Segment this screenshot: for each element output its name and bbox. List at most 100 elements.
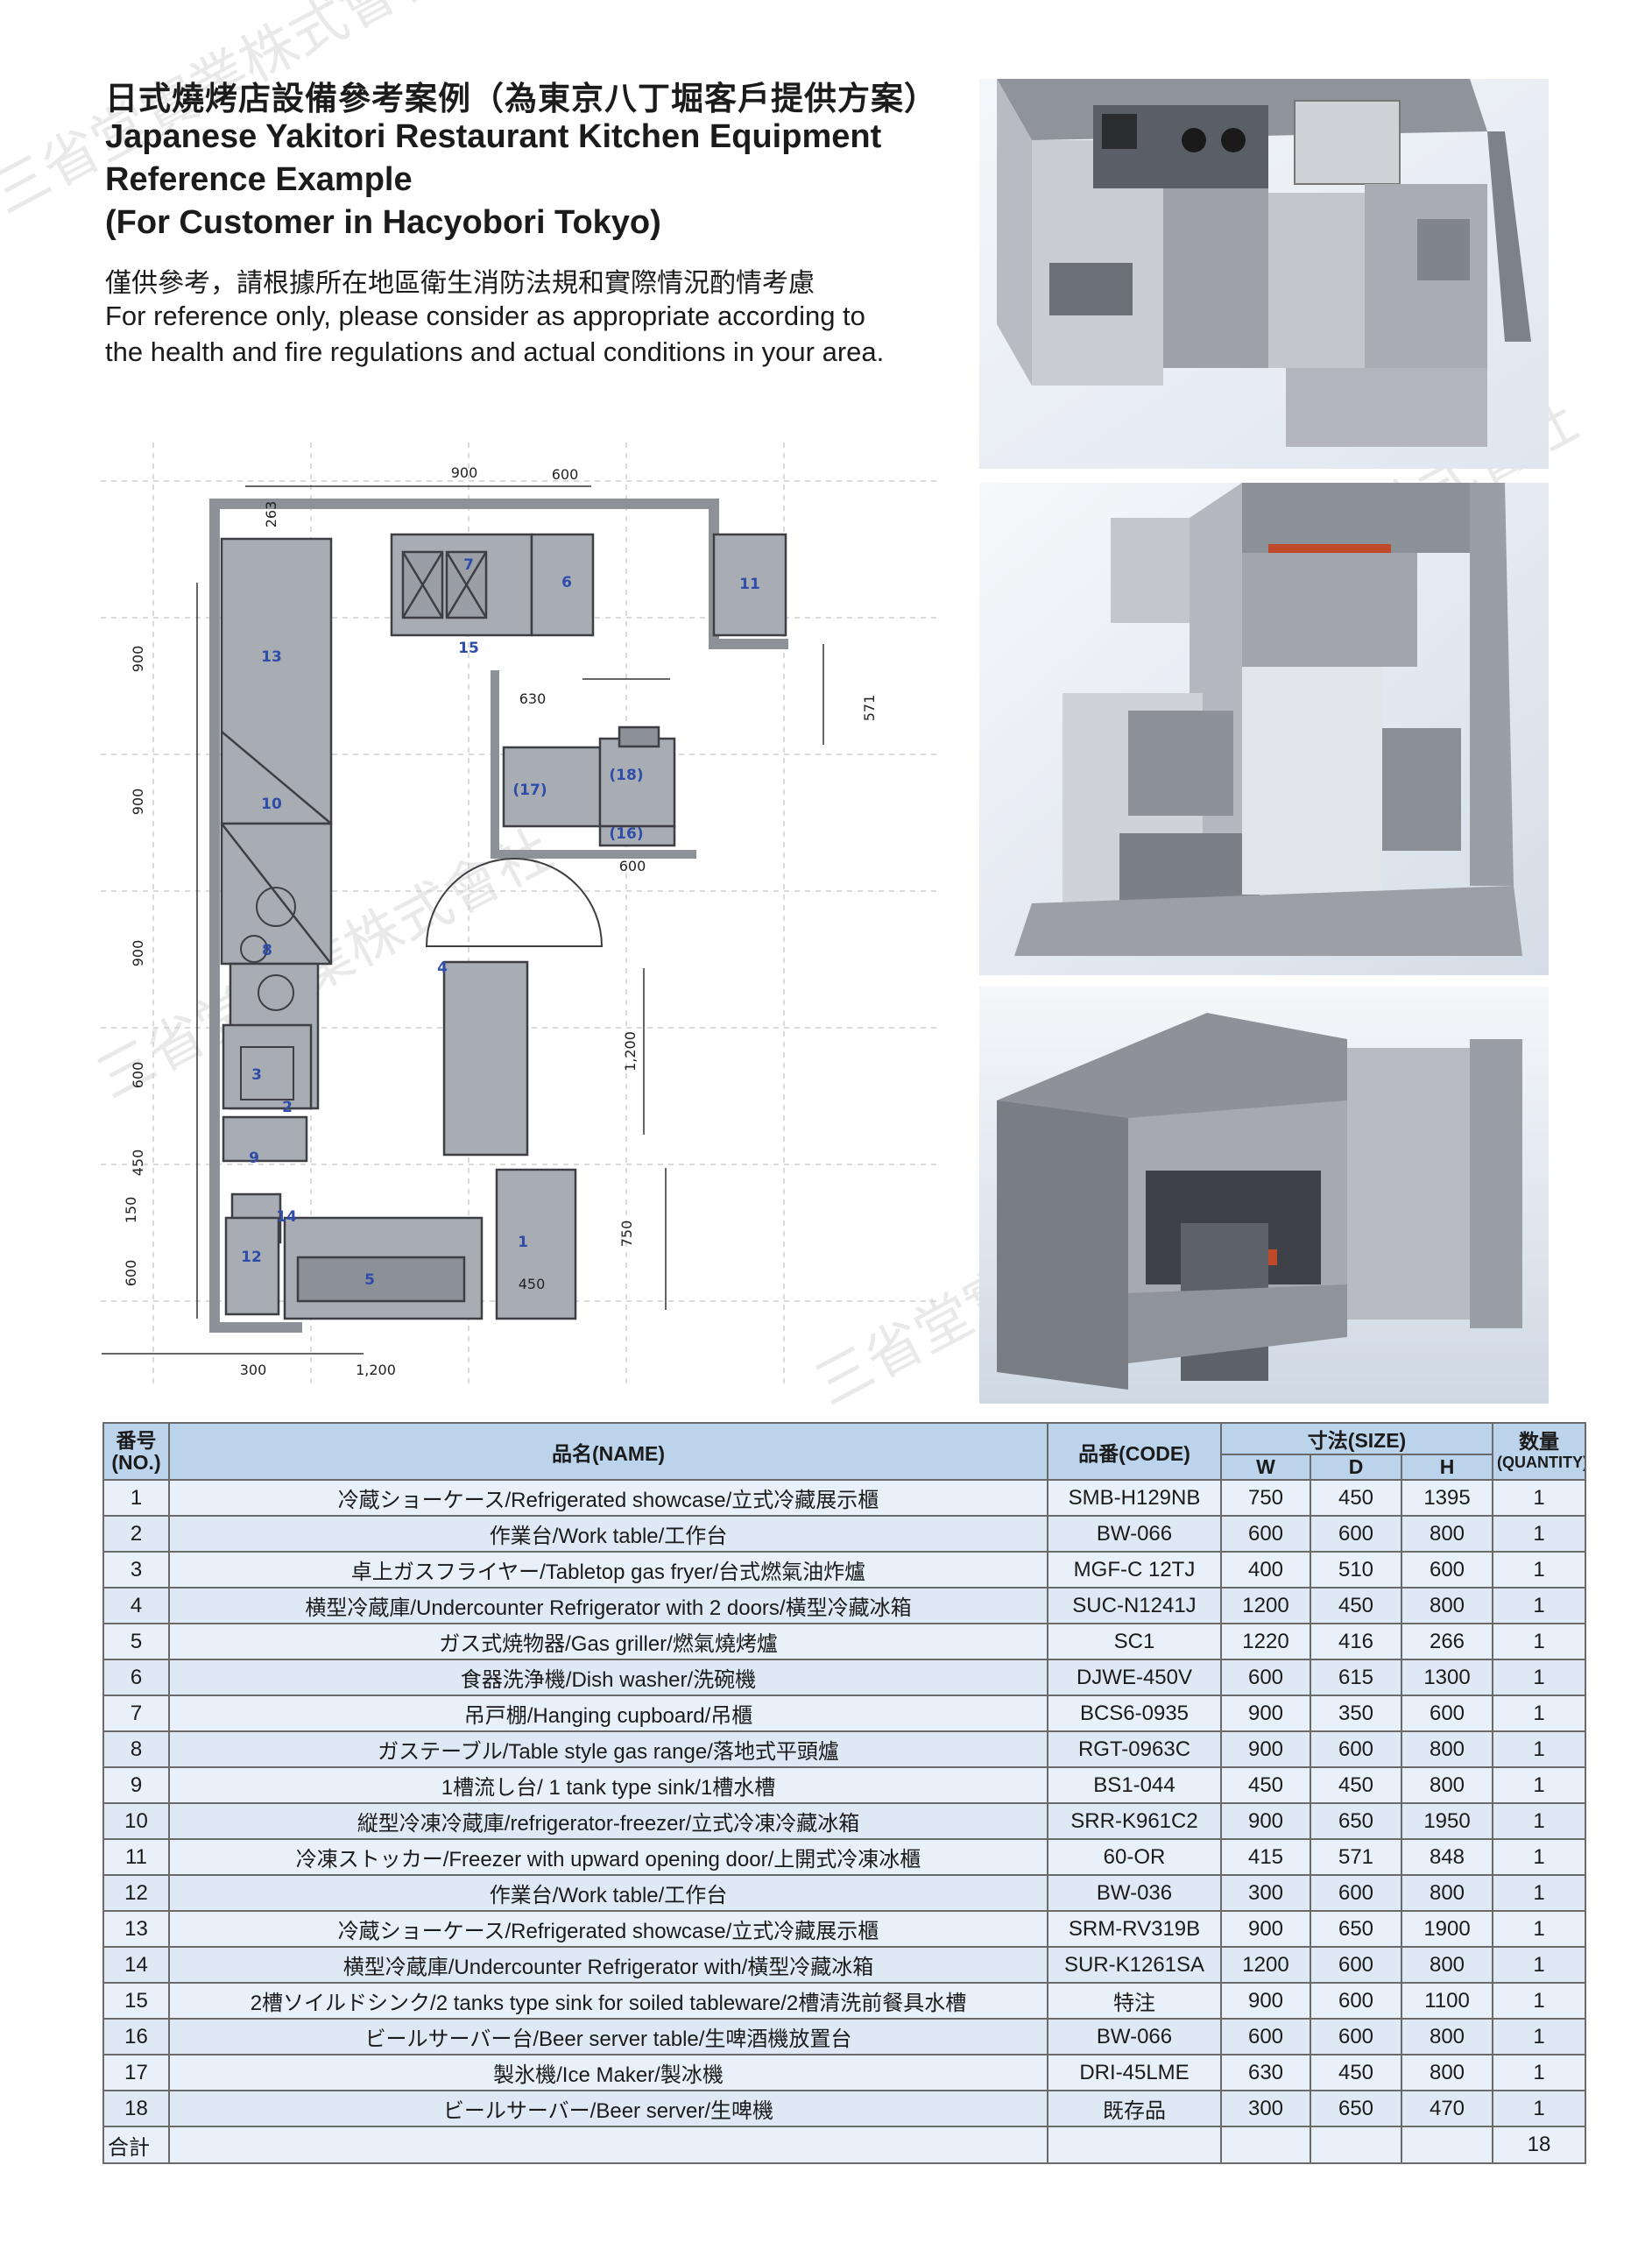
header-no: 番号 (NO.) [102,1422,170,1481]
render-top-view [979,79,1549,469]
cell-w: 630 [1220,2054,1311,2091]
cell-no: 1 [102,1479,170,1517]
cell-h: 600 [1400,1551,1494,1588]
cell-w: 900 [1220,1802,1311,1840]
cell-no: 12 [102,1874,170,1912]
cell-d: 350 [1310,1695,1402,1732]
cell-name: 冷蔵ショーケース/Refrigerated showcase/立式冷藏展示櫃 [168,1479,1048,1517]
cell-no: 13 [102,1910,170,1948]
cell-qty: 1 [1492,1874,1587,1912]
cell-name: 冷蔵ショーケース/Refrigerated showcase/立式冷藏展示櫃 [168,1910,1048,1948]
plan-dimension: 750 [618,1221,635,1248]
plan-dimension: 1,200 [356,1362,396,1378]
cell-qty: 1 [1492,1623,1587,1660]
cell-no: 18 [102,2090,170,2127]
cell-d: 600 [1310,1730,1402,1768]
cell-code: DRI-45LME [1047,2054,1222,2091]
cell-d: 615 [1310,1659,1402,1696]
total-label: 合計 [102,2126,170,2164]
cell-h: 800 [1400,1874,1494,1912]
cell-d: 600 [1310,1874,1402,1912]
cell-h: 1100 [1400,1982,1494,2020]
cell-w: 300 [1220,1874,1311,1912]
plan-dimension: 571 [861,695,878,722]
plan-label: (17) [512,782,547,799]
cell-qty: 1 [1492,1730,1587,1768]
cell-name: 横型冷蔵庫/Undercounter Refrigerator with 2 d… [168,1587,1048,1624]
note-chinese: 僅供參考，請根據所在地區衛生消防法規和實際情況酌情考慮 [105,268,815,299]
plan-label: 6 [561,574,572,591]
cell-no: 3 [102,1551,170,1588]
cell-name: 食器洗浄機/Dish washer/洗碗機 [168,1659,1048,1696]
plan-label: 15 [458,640,479,657]
render-middle-view [979,483,1549,975]
plan-label: 4 [437,959,448,977]
title-line: Japanese Yakitori Restaurant Kitchen Equ… [105,118,882,155]
cell-qty: 1 [1492,1515,1587,1553]
cell-h: 266 [1400,1623,1494,1660]
cell-name: ビールサーバー台/Beer server table/生啤酒機放置台 [168,2018,1048,2055]
cell-code: 60-OR [1047,1838,1222,1876]
cell-code: RGT-0963C [1047,1730,1222,1768]
cell-h: 1950 [1400,1802,1494,1840]
plan-dimension: 600 [619,858,646,874]
plan-dimension: 1,200 [622,1031,639,1072]
cell-no: 17 [102,2054,170,2091]
cell-name: ガステーブル/Table style gas range/落地式平頭爐 [168,1730,1048,1768]
floor-plan: 7 6 11 13 15 (17) (18) (16) 10 8 4 3 2 9… [101,442,942,1389]
header-code: 品番(CODE) [1047,1422,1222,1481]
cell-qty: 1 [1492,1982,1587,2020]
cell-d: 450 [1310,1766,1402,1804]
total-empty [1400,2126,1494,2164]
plan-label: 9 [249,1150,259,1167]
title-line: Reference Example [105,161,413,198]
plan-label: 13 [261,648,282,666]
total-empty [1047,2126,1222,2164]
plan-label: 7 [463,556,474,574]
plan-dimension: 900 [451,464,478,481]
cell-qty: 1 [1492,1659,1587,1696]
cell-no: 10 [102,1802,170,1840]
note-line: the health and fire regulations and actu… [105,336,885,367]
title-english: Japanese Yakitori Restaurant Kitchen Equ… [105,116,881,244]
cell-name: 2槽ソイルドシンク/2 tanks type sink for soiled t… [168,1982,1048,2020]
plan-label: 11 [739,576,760,593]
cell-no: 14 [102,1946,170,1984]
cell-code: DJWE-450V [1047,1659,1222,1696]
cell-qty: 1 [1492,1802,1587,1840]
cell-w: 900 [1220,1730,1311,1768]
cell-qty: 1 [1492,1910,1587,1948]
plan-dimension: 450 [519,1276,546,1292]
cell-h: 800 [1400,1730,1494,1768]
plan-dimension: 150 [123,1197,139,1224]
cell-qty: 1 [1492,2090,1587,2127]
cell-qty: 1 [1492,1551,1587,1588]
plan-dimension: 630 [519,690,547,707]
cell-name: 吊戸棚/Hanging cupboard/吊櫃 [168,1695,1048,1732]
plan-label: 1 [518,1234,528,1251]
plan-dimension: 900 [130,789,146,816]
plan-label: 5 [364,1271,375,1289]
cell-h: 800 [1400,1766,1494,1804]
cell-d: 600 [1310,1515,1402,1553]
cell-code: BW-066 [1047,2018,1222,2055]
note-english: For reference only, please consider as a… [105,298,884,370]
cell-d: 600 [1310,1982,1402,2020]
plan-dimension: 600 [130,1062,146,1089]
cell-name: ガス式焼物器/Gas griller/燃氣燒烤爐 [168,1623,1048,1660]
cell-code: BS1-044 [1047,1766,1222,1804]
cell-d: 650 [1310,1910,1402,1948]
cell-name: 作業台/Work table/工作台 [168,1515,1048,1553]
cell-code: BW-066 [1047,1515,1222,1553]
cell-qty: 1 [1492,1479,1587,1517]
plan-dimension: 450 [130,1150,146,1177]
cell-code: SRM-RV319B [1047,1910,1222,1948]
